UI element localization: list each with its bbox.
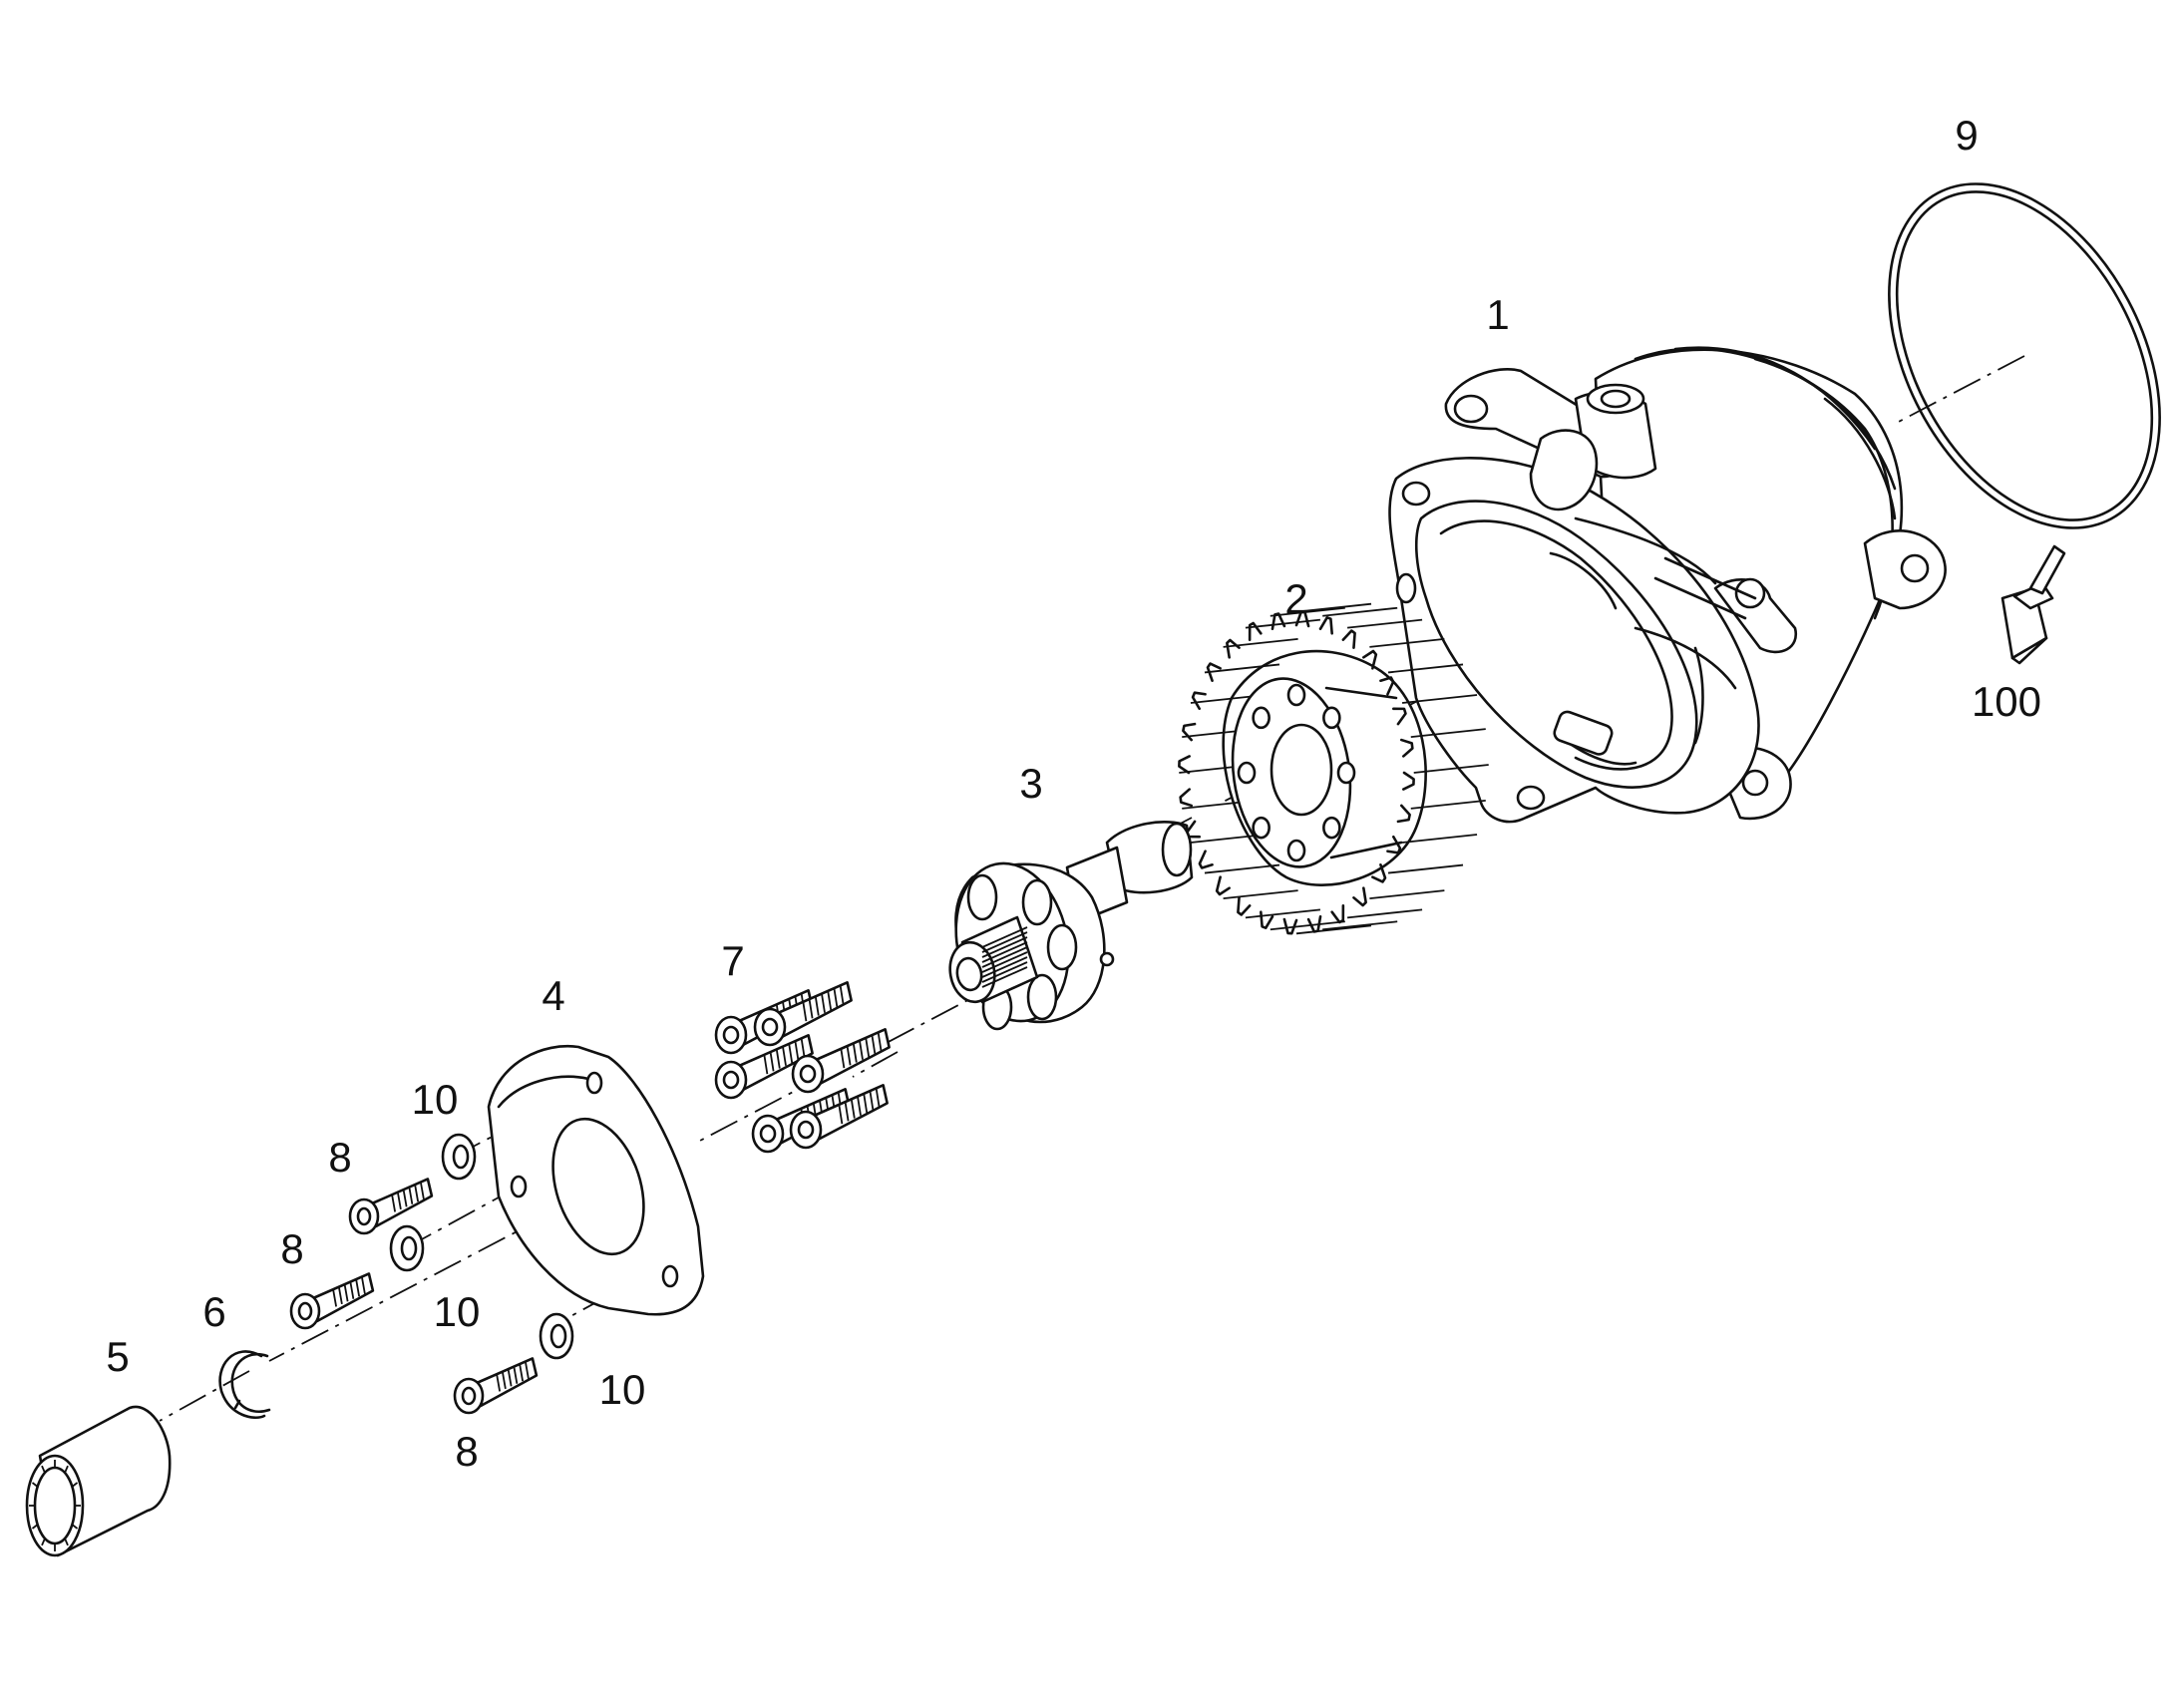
callout-2: 2 — [1284, 575, 1307, 622]
part-7-bolts — [714, 981, 891, 1154]
callout-4: 4 — [542, 972, 564, 1019]
callout-6: 6 — [202, 1288, 225, 1335]
callout-100: 100 — [1972, 678, 2041, 725]
part-4-cover-plate — [487, 1044, 705, 1316]
part-5-needle-bearing — [25, 1405, 172, 1557]
part-8-screws — [289, 1178, 539, 1415]
callout-3: 3 — [1019, 760, 1042, 807]
callouts: 1 2 3 4 5 6 7 8 8 8 9 10 10 10 100 — [106, 112, 2041, 1475]
part-3-drive-shaft — [948, 821, 1194, 1031]
callout-5: 5 — [106, 1333, 129, 1380]
callout-1: 1 — [1486, 291, 1509, 338]
part-100-sealant-tube — [2000, 544, 2066, 665]
part-10-washers — [389, 1133, 574, 1360]
part-6-circlip — [218, 1350, 271, 1420]
callout-9: 9 — [1955, 112, 1978, 159]
callout-8c: 8 — [455, 1428, 478, 1475]
callout-8a: 8 — [328, 1134, 351, 1181]
callout-10b: 10 — [434, 1288, 481, 1335]
callout-10c: 10 — [599, 1366, 646, 1413]
part-9-o-ring — [1888, 182, 2161, 529]
part-1-pump-housing — [1388, 346, 1947, 824]
callout-7: 7 — [721, 937, 744, 984]
callout-8b: 8 — [280, 1225, 303, 1272]
part-2-gear — [1178, 602, 1489, 935]
callout-10a: 10 — [412, 1076, 459, 1123]
